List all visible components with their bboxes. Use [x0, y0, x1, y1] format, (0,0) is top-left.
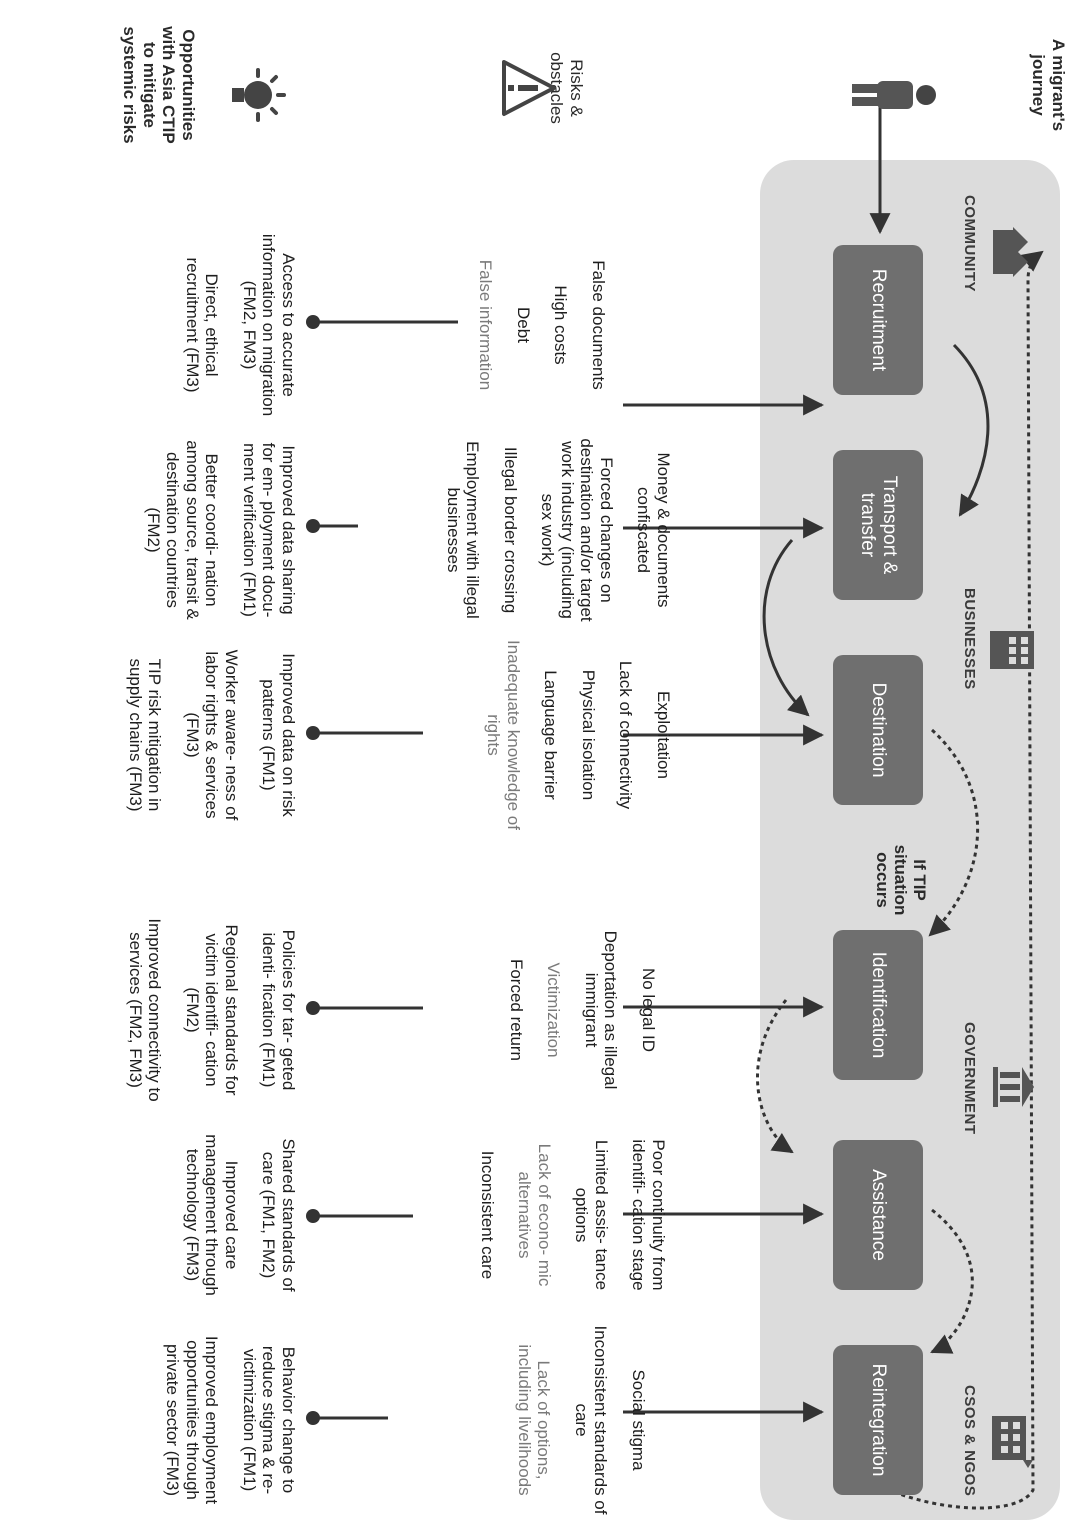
- arc-identification-assistance: [756, 999, 794, 1154]
- stage-destination: Destination: [833, 655, 923, 805]
- arc-recruit-transport: [952, 343, 990, 517]
- opps-reintegration: Behavior change to reduce stigma & re-vi…: [163, 1335, 298, 1505]
- arc-destination-identification: [928, 728, 980, 937]
- actor-csos: CSOS & NGOS: [961, 1385, 978, 1497]
- risks-destination: Exploitation Lack of connectivity Physic…: [484, 640, 673, 830]
- opps-destination: Improved data on risk patterns (FM1) Wor…: [125, 649, 298, 821]
- actor-government: GOVERNMENT: [961, 1022, 978, 1135]
- stage-assistance: Assistance: [833, 1140, 923, 1290]
- actor-community: COMMUNITY: [961, 195, 978, 292]
- opps-identification: Policies for tar- geted identi- fication…: [125, 918, 298, 1102]
- actor-businesses: BUSINESSES: [961, 588, 978, 690]
- opps-transport: Improved data sharing for em- ployment d…: [143, 440, 298, 620]
- opps-recruitment: Access to accurate information on migrat…: [182, 233, 298, 417]
- csos-icon: [992, 1416, 1033, 1468]
- arc-transport-destination: [762, 539, 810, 717]
- opps-assistance: Shared standards of care (FM1, FM2) Impr…: [182, 1134, 298, 1296]
- risks-assistance: Poor continuity from identifi- cation st…: [477, 1139, 668, 1291]
- risks-identification: No legal ID Deportation as illegal immig…: [506, 930, 658, 1090]
- stage-transport: Transport & transfer: [833, 450, 923, 600]
- arc-assistance-reintegration: [930, 1208, 974, 1354]
- businesses-icon: [990, 631, 1034, 669]
- legend-journey: A migrant's journey: [1029, 38, 1068, 132]
- lightbulb-icon: [232, 68, 286, 122]
- risks-reintegration: Social stigma Inconsistent standards of …: [514, 1325, 648, 1515]
- warning-icon: [502, 60, 556, 116]
- migrant-icon: [852, 81, 936, 109]
- tip-note: If TIP situation occurs: [872, 844, 929, 916]
- stage-reintegration: Reintegration: [833, 1345, 923, 1495]
- government-icon: [993, 1067, 1034, 1107]
- return-loop: [871, 250, 1044, 1510]
- risks-recruitment: False documents High costs Debt False in…: [476, 259, 608, 391]
- community-icon: [993, 227, 1028, 277]
- stage-identification: Identification: [833, 930, 923, 1080]
- stage-recruitment: Recruitment: [833, 245, 923, 395]
- risks-transport: Money & documents confiscated Forced cha…: [443, 438, 673, 622]
- legend-opportunities: Opportunities with Asia CTIP to mitigate…: [120, 26, 198, 144]
